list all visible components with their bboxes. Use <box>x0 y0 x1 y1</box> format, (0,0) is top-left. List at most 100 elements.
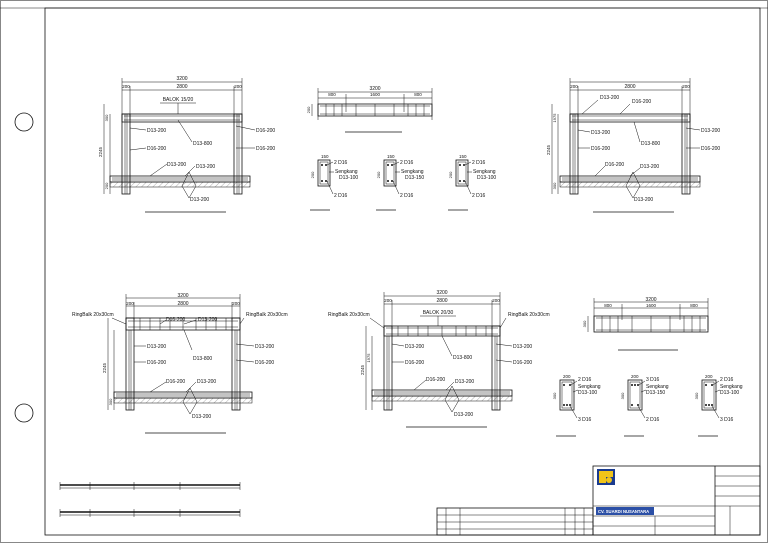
sec-height: 200 <box>448 171 453 178</box>
dim-height-2: 300 <box>104 114 109 121</box>
frame-detail-3: 3200 2800 200 200 RingBalk 20x30cm RingB… <box>72 293 288 434</box>
sec-width: 200 <box>631 374 639 379</box>
sec-height: 300 <box>620 392 625 399</box>
balok-label: BALOK 15/20 <box>163 97 194 103</box>
label-7: D13-200 <box>196 164 215 170</box>
label-8: D13-200 <box>454 412 473 418</box>
sec-height: 200 <box>310 171 315 178</box>
sec-width: 200 <box>705 374 713 379</box>
sec-stirrup-label: Sengkang <box>578 384 601 390</box>
label-5: D16-200 <box>256 146 275 152</box>
label-2: D13-200 <box>198 317 217 323</box>
rebar-strip-1 <box>59 482 241 490</box>
dim-right: 200 <box>492 298 500 303</box>
frame-detail-4: 3200 2800 200 200 RingBalk 20x30cm RingB… <box>328 290 550 428</box>
dim-total: 3200 <box>176 76 187 82</box>
label-4: D16-200 <box>591 146 610 152</box>
sec-stirrup-label: Sengkang <box>646 384 669 390</box>
sec-bottom-bars: 2 D16 <box>334 193 348 199</box>
sec-top-bars: 3 D16 <box>646 377 660 383</box>
sec-stirrup-label: Sengkang <box>720 384 743 390</box>
sec-stirrup-spacing: D13-100 <box>578 390 597 396</box>
label-1: D13-200 <box>600 95 619 101</box>
sec-bottom-bars: 3 D16 <box>578 417 592 423</box>
section-small-1: 150 200 2 D16 Sengkang D13-100 2 D16 <box>310 154 358 211</box>
balok-label: BALOK 20/30 <box>423 310 454 316</box>
dim-total: 3200 <box>436 290 447 296</box>
sec-height: 300 <box>694 392 699 399</box>
label-7: D16-200 <box>701 146 720 152</box>
drawing-frame <box>44 7 761 536</box>
sec-bottom-bars: 3 D16 <box>720 417 734 423</box>
ringbalk-left: RingBalk 20x30cm <box>72 312 114 318</box>
dim-total: 3200 <box>369 86 380 92</box>
sec-top-bars: 2 D16 <box>334 160 348 166</box>
label-7: D13-200 <box>455 379 474 385</box>
sec-width: 150 <box>459 154 467 159</box>
sec-stirrup-label: Sengkang <box>473 169 496 175</box>
binder-hole-bottom <box>14 403 34 423</box>
dim-c: 800 <box>690 303 698 308</box>
label-10: D13-200 <box>634 197 653 203</box>
sec-stirrup-label: Sengkang <box>335 169 358 175</box>
dim-clear: 2800 <box>624 84 635 90</box>
sec-height: 200 <box>376 171 381 178</box>
sec-stirrup-spacing: D13-100 <box>477 175 496 181</box>
sec-bottom-bars: 2 D16 <box>400 193 414 199</box>
dim-total: 3200 <box>645 297 656 303</box>
beam-plan-1: 3200 800 1600 800 200 <box>306 86 433 133</box>
dim-b: 1600 <box>370 92 381 97</box>
label-3: D13-200 <box>147 344 166 350</box>
section-small-3: 150 200 2 D16 Sengkang D13-100 2 D16 <box>448 154 496 211</box>
sec-stirrup-spacing: D13-150 <box>646 390 665 396</box>
binder-hole-top <box>14 112 34 132</box>
section-large-1: 200 300 2 D16 Sengkang D13-100 3 D16 <box>552 374 601 437</box>
label-2: D16-200 <box>405 360 424 366</box>
dim-left: 200 <box>570 84 578 89</box>
dim-left: 200 <box>384 298 392 303</box>
label-1: D13-200 <box>147 128 166 134</box>
sec-width: 200 <box>563 374 571 379</box>
dim-clear: 2800 <box>177 301 188 307</box>
dim-left: 200 <box>122 84 130 89</box>
label-1: D16-200 <box>166 317 185 323</box>
dim-height: 300 <box>582 320 587 327</box>
sec-height: 300 <box>552 392 557 399</box>
sec-top-bars: 2 D16 <box>578 377 592 383</box>
dim-base: 300 <box>552 182 557 189</box>
dim-c: 800 <box>414 92 422 97</box>
sec-bottom-bars: 2 D16 <box>646 417 660 423</box>
label-6: D16-200 <box>426 377 445 383</box>
dim-height: 2245 <box>546 144 551 155</box>
label-3: D13-800 <box>453 355 472 361</box>
label-6: D13-200 <box>255 344 274 350</box>
label-9: D13-200 <box>197 379 216 385</box>
dim-height: 200 <box>306 106 311 113</box>
sec-top-bars: 2 D16 <box>720 377 734 383</box>
label-2: D16-200 <box>632 99 651 105</box>
rebar-strip-2 <box>59 509 241 517</box>
ringbalk-left: RingBalk 20x30cm <box>328 312 370 318</box>
sec-bottom-bars: 2 D16 <box>472 193 486 199</box>
section-small-2: 150 200 2 D16 Sengkang D13-150 2 D16 <box>376 154 424 211</box>
company-name: CV. SUARDI NUSANTARA <box>598 509 649 514</box>
title-block: CV. SUARDI NUSANTARA <box>436 465 761 536</box>
dim-b: 1600 <box>646 303 657 308</box>
beam-plan-2: 3200 800 1600 800 300 <box>582 297 709 351</box>
label-4: D16-200 <box>256 128 275 134</box>
label-3: D13-800 <box>193 141 212 147</box>
label-3: D13-200 <box>591 130 610 136</box>
label-6: D13-200 <box>701 128 720 134</box>
label-1: D13-200 <box>405 344 424 350</box>
label-5: D13-800 <box>193 356 212 362</box>
dim-height-2: 1975 <box>366 353 371 363</box>
dim-clear: 2800 <box>176 84 187 90</box>
dim-a: 800 <box>328 92 336 97</box>
label-6: D13-200 <box>167 162 186 168</box>
dim-total: 3200 <box>177 293 188 299</box>
label-10: D13-200 <box>192 414 211 420</box>
dim-right: 200 <box>234 84 242 89</box>
sec-stirrup-spacing: D13-100 <box>720 390 739 396</box>
label-9: D13-200 <box>640 164 659 170</box>
